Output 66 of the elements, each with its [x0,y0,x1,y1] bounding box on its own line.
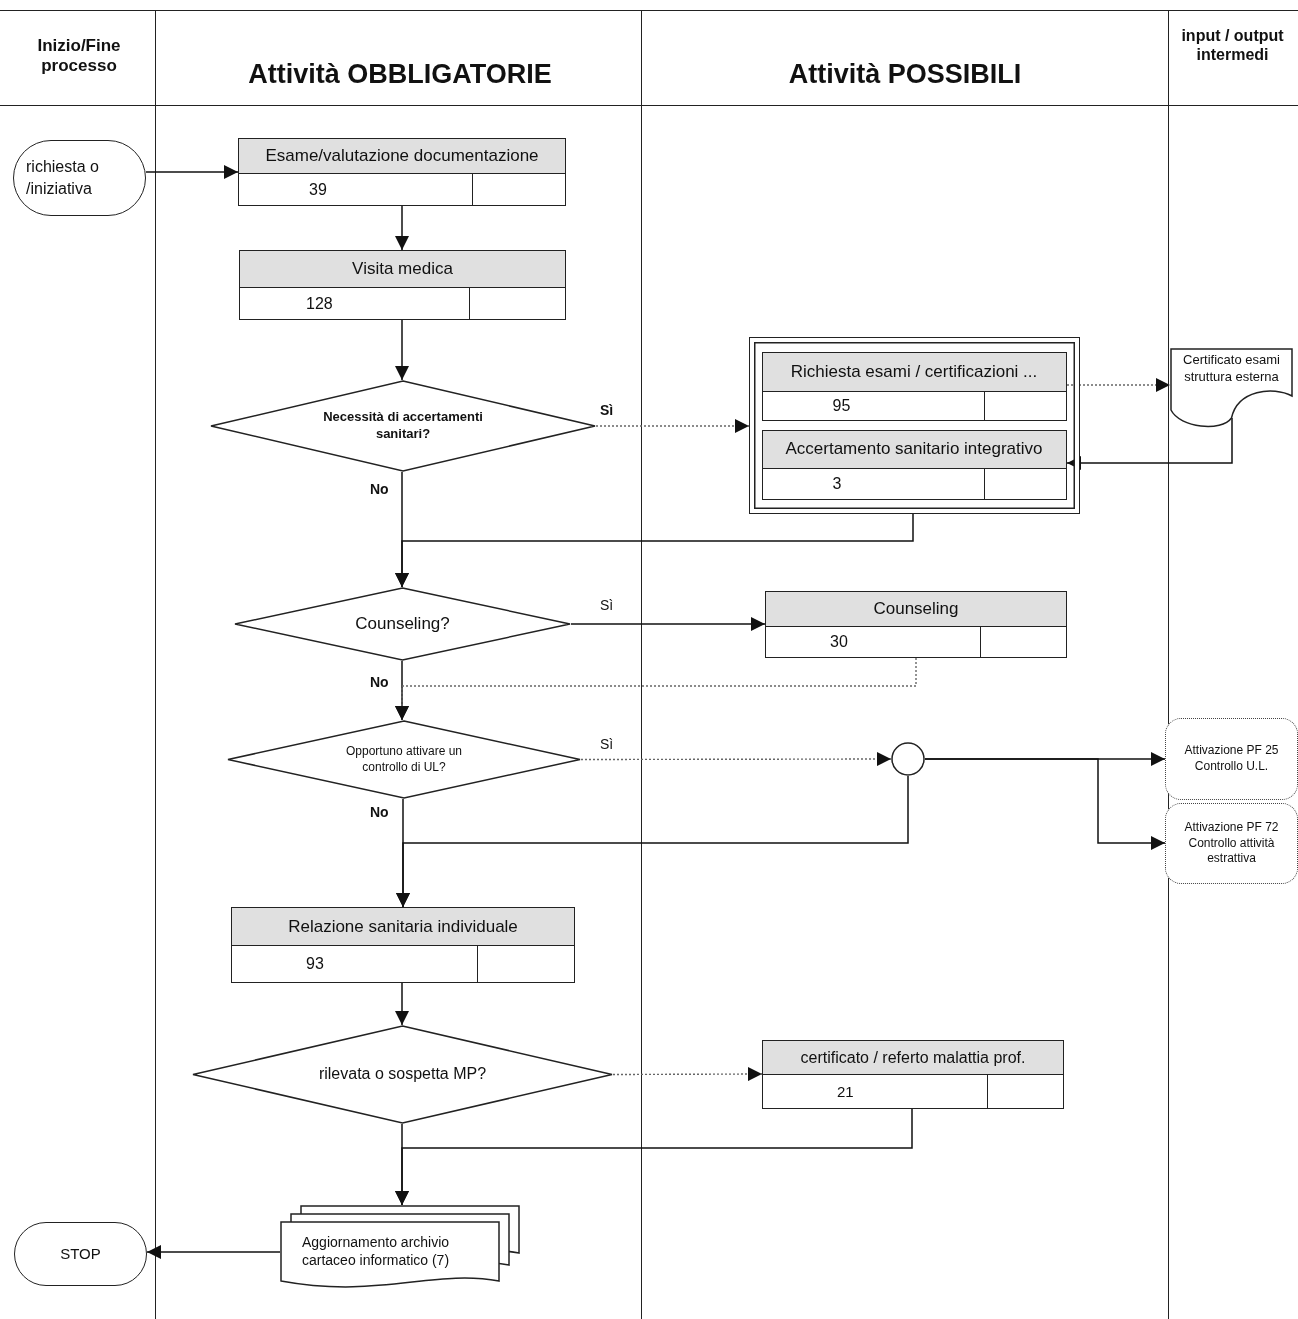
document-shape [1170,348,1293,430]
output-box [1165,803,1298,884]
edge-label: No [368,481,391,497]
column-header: Attività OBBLIGATORIE [247,58,553,91]
decision-text: Counseling? [355,612,450,635]
process-box [765,591,1067,658]
process-title: Relazione sanitaria individuale [288,916,518,937]
edge-label: No [368,674,391,690]
process-count: 30 [830,633,848,651]
column-header: Attività POSSIBILI [787,58,1023,91]
decision-diamond [210,380,596,472]
arrow [580,752,892,766]
edge-label: Sì [598,736,616,752]
process-count: 21 [837,1083,854,1100]
arrow [395,513,914,588]
process-title: Visita medica [352,259,453,279]
output-text: Attivazione PF 72 Controllo attività estrattiva [1183,820,1280,867]
document-text: Certificato esami struttura esterna [1182,352,1281,386]
terminal-text: STOP [60,1243,101,1264]
process-count: 128 [306,294,333,313]
process-title: Richiesta esami / certificazioni ... [790,361,1038,382]
process-title: Esame/valutazione documentazione [265,146,539,166]
process-title: Accertamento sanitario integrativo [785,439,1043,459]
arrow [1066,378,1171,392]
arrow [395,982,409,1026]
output-text: Attivazione PF 25 Controllo U.L. [1183,743,1280,775]
connector-circle [891,742,925,776]
arrow [570,617,766,631]
decision-diamond [234,587,571,661]
decision-diamond [192,1025,613,1124]
column-header: Inizio/Fine processo [36,36,122,77]
process-box [238,138,566,206]
column-header: input / output intermedi [1180,26,1285,65]
decision-text: Opportuno attivare un controllo di UL? [344,743,464,776]
arrow [395,319,409,381]
process-count: 93 [306,955,324,973]
edge-label: Sì [598,402,616,418]
process-count: 3 [832,474,842,493]
process-count: 39 [309,180,327,199]
decision-diamond [227,720,581,799]
group-frame [749,337,1080,514]
arrow [1066,417,1233,470]
arrow [146,1245,281,1259]
arrow [595,419,750,433]
arrow [395,657,917,721]
process-title: certificato / referto malattia prof. [800,1048,1026,1067]
output-box [1165,718,1298,800]
decision-text: rilevata o sospetta MP? [318,1064,487,1085]
edge-label: No [368,804,391,820]
process-box [761,351,1067,421]
document-text: Aggiornamento archivio cartaceo informatico (7) [302,1233,451,1270]
decision-text: Necessità di accertamenti sanitari? [322,409,484,443]
process-title: Counseling [873,599,959,619]
process-box [231,907,575,983]
arrow [612,1067,763,1082]
arrow [395,1108,913,1206]
process-box [239,250,566,320]
process-count: 95 [832,396,851,415]
terminal-text: richiesta o /iniziativa [26,157,100,199]
arrow [396,775,909,908]
arrow [395,205,409,251]
process-box [761,429,1067,500]
edge-label: Sì [598,597,616,613]
arrow [145,165,239,179]
arrow [924,758,1166,850]
process-box [762,1040,1064,1109]
